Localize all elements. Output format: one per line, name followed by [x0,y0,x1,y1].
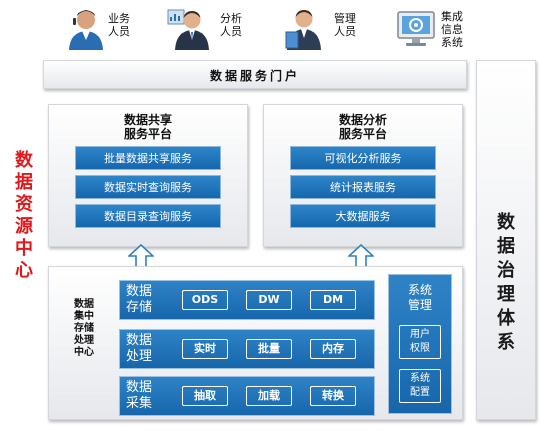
sharing-service-item[interactable]: 批量数据共享服务 [75,146,221,170]
up-arrow-icon [348,244,374,268]
data-service-portal: 数据服务门户 [43,60,467,89]
business-user-icon [69,10,103,50]
up-arrow-icon [128,244,154,268]
storage-chip[interactable]: DM [310,290,356,310]
data-storage-row: 数据 存储 ODS DW DM [119,280,375,320]
role-label: 分析 人员 [220,12,242,38]
system-management-box: 系统 管理 用户 权限 系统 配置 [388,274,452,414]
system-management-title: 系统 管理 [407,283,432,312]
data-governance-column: 数 据 治 理 体 系 [476,60,536,420]
collection-chip[interactable]: 加载 [246,386,292,406]
role-system: 集成 信息 系统 [395,4,475,52]
row-title: 数据 存储 [126,284,153,315]
data-processing-row: 数据 处理 实时 批量 内存 [119,329,375,369]
row-title: 数据 采集 [126,380,153,411]
sharing-service-item[interactable]: 数据目录查询服务 [75,204,221,228]
system-config-item[interactable]: 系统 配置 [399,369,441,403]
analyst-user-icon [167,9,209,50]
role-label: 业务 人员 [108,12,130,38]
analysis-service-item[interactable]: 大数据服务 [290,204,436,228]
center-label: 数据 集中 存储 处理 中心 [74,299,94,358]
analysis-service-item[interactable]: 统计报表服务 [290,175,436,199]
storage-chip[interactable]: ODS [182,290,228,310]
role-admin: 管理 人员 [282,4,366,52]
data-governance-label: 数 据 治 理 体 系 [497,212,515,353]
sharing-platform-title: 数据共享 服务平台 [123,113,172,141]
row-title: 数据 处理 [126,333,153,364]
admin-user-icon [285,10,321,50]
analysis-platform-title: 数据分析 服务平台 [338,113,387,141]
storage-chip[interactable]: DW [246,290,292,310]
role-analyst: 分析 人员 [166,4,250,52]
role-label: 管理 人员 [334,12,356,38]
user-permission-item[interactable]: 用户 权限 [399,325,441,359]
portal-title: 数据服务门户 [209,69,300,83]
analysis-service-item[interactable]: 可视化分析服务 [290,146,436,170]
role-label: 集成 信息 系统 [441,10,463,49]
role-business: 业务 人员 [64,4,144,52]
data-sharing-platform: 数据共享 服务平台 批量数据共享服务 数据实时查询服务 数据目录查询服务 [48,104,248,247]
processing-chip[interactable]: 批量 [246,339,292,359]
processing-chip[interactable]: 实时 [182,339,228,359]
collection-chip[interactable]: 转换 [310,386,356,406]
collection-chip[interactable]: 抽取 [182,386,228,406]
sharing-service-item[interactable]: 数据实时查询服务 [75,175,221,199]
integrated-system-icon [397,11,435,46]
data-collection-row: 数据 采集 抽取 加载 转换 [119,376,375,416]
data-analysis-platform: 数据分析 服务平台 可视化分析服务 统计报表服务 大数据服务 [263,104,463,247]
processing-chip[interactable]: 内存 [310,339,356,359]
data-resource-center-label: 数 据 资 源 中 心 [15,150,33,281]
